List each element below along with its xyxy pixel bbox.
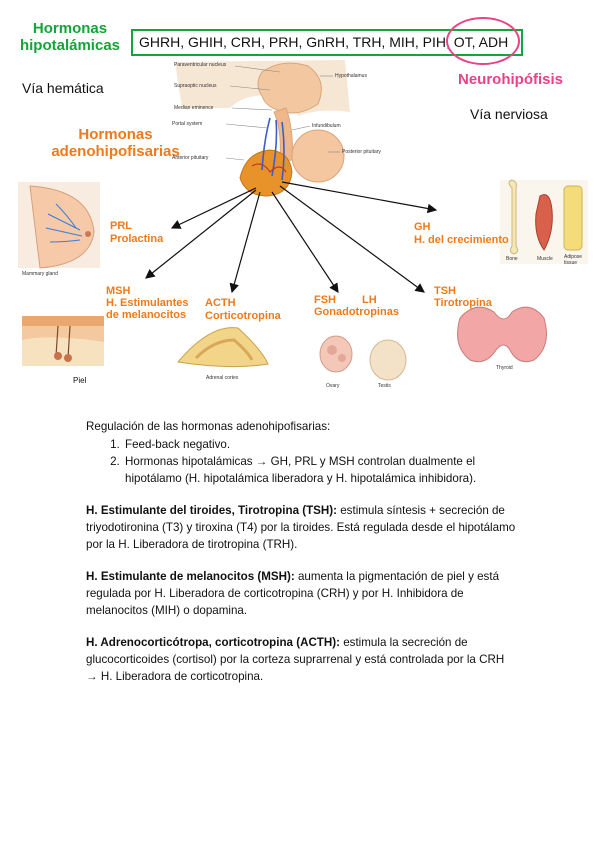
median-eminence-label: Median eminence: [174, 105, 214, 111]
portal-system-label: Portal system: [172, 121, 203, 127]
skin-label: Piel: [73, 376, 87, 385]
ovary-label: Ovary: [326, 383, 340, 389]
neurohipofisis-label: Neurohipófisis: [458, 71, 564, 88]
prl-code: PRL: [110, 220, 132, 232]
tsh-paragraph: H. Estimulante del tiroides, Tirotropina…: [86, 502, 516, 553]
supraoptic-label: Supraoptic nucleus: [174, 83, 217, 89]
bone-label: Bone: [506, 256, 518, 262]
pituitary-diagram: [18, 60, 588, 381]
testis-label: Testis: [378, 383, 391, 389]
adipose-label: Adipose tissue: [564, 254, 583, 266]
prl-name: Prolactina: [110, 233, 164, 245]
msh-code: MSH: [106, 285, 131, 297]
acth-code: ACTH: [205, 297, 236, 309]
paraventricular-label: Paraventricular nucleus: [174, 62, 227, 68]
regulation-text: Regulación de las hormonas adenohipofisa…: [86, 418, 516, 685]
msh-name-line1: H. Estimulantes: [106, 297, 189, 309]
hypothalamus-label: Hypothalamus: [335, 73, 367, 79]
infundibulum-label: Infundibulum: [312, 123, 341, 129]
msh-paragraph: H. Estimulante de melanocitos (MSH): aum…: [86, 568, 516, 619]
posterior-pituitary-shape: [291, 129, 345, 183]
adrenal-cortex-label: Adrenal cortex: [206, 375, 239, 381]
bone-muscle-adipose-illustration: [500, 179, 588, 264]
acth-body: estimula la secreción de glucocorticoide…: [86, 636, 505, 683]
anterior-pituitary-shape: [239, 149, 293, 197]
regulation-item-1: Feed-back negativo.: [123, 436, 516, 453]
regulation-list: Feed-back negativo. Hormonas hipotalámic…: [86, 436, 516, 487]
msh-name-line2: de melanocitos: [106, 309, 187, 321]
gh-code: GH: [414, 221, 431, 233]
hormone-list-box: GHRH, GHIH, CRH, PRH, GnRH, TRH, MIH, PI…: [131, 29, 523, 56]
regulation-title: Regulación de las hormonas adenohipofisa…: [86, 420, 331, 433]
mammary-gland-label: Mammary gland: [22, 271, 58, 277]
thyroid-label: Thyroid: [496, 365, 513, 371]
hormone-arrows: [145, 181, 438, 294]
msh-body: aumenta la pigmentación de piel y está r…: [86, 570, 500, 617]
gonadotropinas-label: Gonadotropinas: [314, 306, 399, 318]
label-lines: [225, 65, 340, 161]
posterior-pituitary-label: Posterior pituitary: [342, 149, 381, 155]
acth-heading: H. Adrenocorticótropa, corticotropina (A…: [86, 636, 340, 649]
via-nerviosa-label: Vía nerviosa: [470, 106, 548, 122]
adenohypophysis-hormones-title: Hormonas adenohipofisarias: [51, 126, 180, 160]
msh-heading: H. Estimulante de melanocitos (MSH):: [86, 570, 295, 583]
neurohypophysis-highlight-circle: [446, 17, 520, 65]
skin-illustration: [22, 316, 104, 366]
adrenal-cortex-illustration: [177, 327, 269, 368]
thyroid-illustration: [457, 306, 547, 363]
regulation-item-2: Hormonas hipotalámicas → GH, PRL y MSH c…: [123, 453, 516, 487]
anterior-pituitary-label: Anterior pituitary: [172, 155, 209, 161]
hypothalamic-hormones-title: Hormonas hipotalámicas: [19, 20, 121, 54]
capillaries: [251, 163, 287, 173]
hypothalamus-shape: [257, 62, 322, 114]
acth-name: Corticotropina: [205, 310, 281, 322]
gh-name: H. del crecimiento: [414, 234, 509, 246]
tsh-body: estimula síntesis + secreción de triyodo…: [86, 504, 516, 551]
fsh-code: FSH: [314, 294, 336, 306]
via-hematica-label: Vía hemática: [22, 80, 104, 96]
tsh-code: TSH: [434, 285, 456, 297]
mammary-gland-illustration: [18, 182, 100, 269]
lh-code: LH: [362, 294, 377, 306]
tsh-name: Tirotropina: [434, 297, 492, 309]
acth-paragraph: H. Adrenocorticótropa, corticotropina (A…: [86, 634, 516, 685]
tsh-heading: H. Estimulante del tiroides, Tirotropina…: [86, 504, 338, 517]
ovary-testis-illustration: [319, 335, 407, 381]
muscle-label: Muscle: [537, 256, 553, 262]
